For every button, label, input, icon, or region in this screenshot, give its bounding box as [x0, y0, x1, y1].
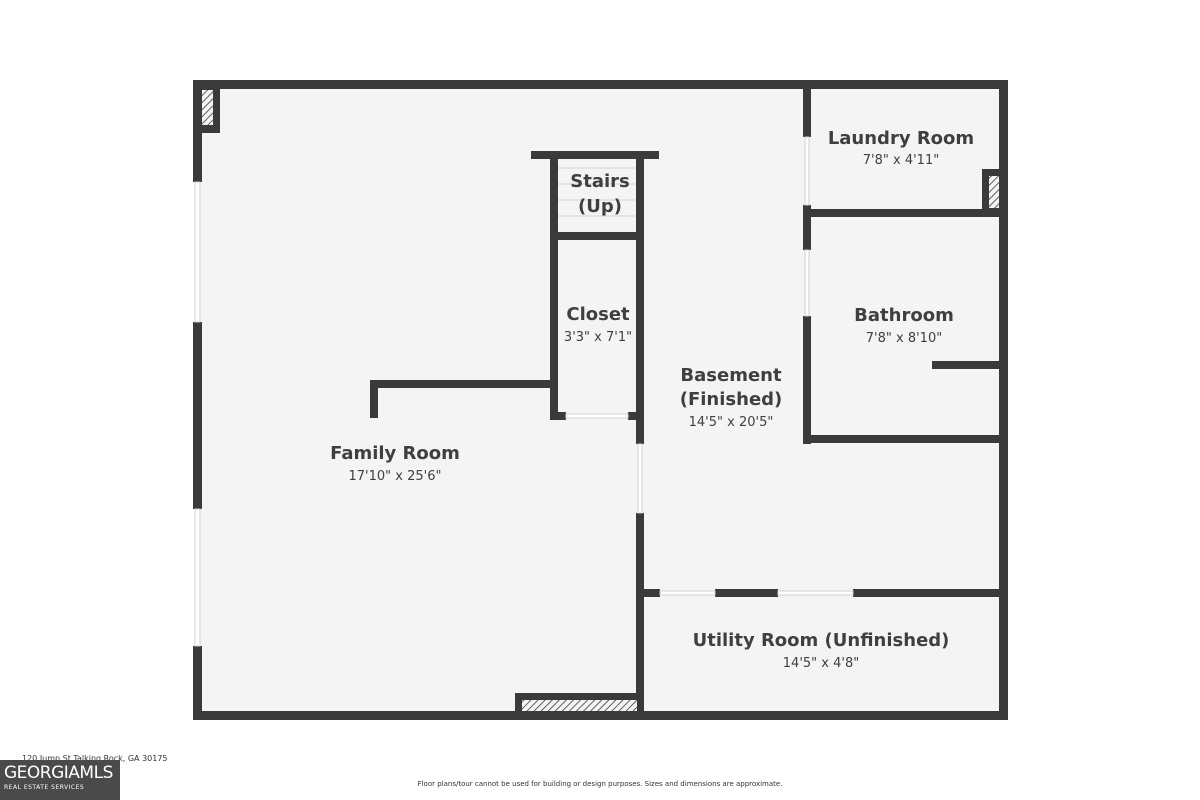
closet-dimensions: 3'3" x 7'1" — [564, 330, 632, 345]
closet-label: Closet — [566, 304, 630, 325]
basement-status-label: (Finished) — [680, 389, 783, 410]
bathroom-dimensions: 7'8" x 8'10" — [866, 331, 942, 346]
logo-tagline: REAL ESTATE SERVICES — [4, 784, 85, 791]
logo-wordmark: GEORGIAMLS — [4, 763, 113, 783]
bathroom-label: Bathroom — [854, 305, 954, 326]
laundry-room-dimensions: 7'8" x 4'11" — [863, 153, 939, 168]
basement-dimensions: 14'5" x 20'5" — [689, 415, 774, 430]
property-address: 120 Jump St Talking Rock, GA 30175 — [22, 754, 168, 763]
georgia-mls-logo: GEORGIAMLS REAL ESTATE SERVICES — [0, 760, 120, 800]
family-room-dimensions: 17'10" x 25'6" — [349, 469, 442, 484]
utility-room-label: Utility Room (Unfinished) — [693, 630, 950, 651]
door-openings — [565, 136, 854, 596]
stairs-label: Stairs — [570, 171, 629, 192]
interior-walls — [370, 80, 1008, 720]
stair-treads — [558, 167, 636, 217]
floor-plan-disclaimer: Floor plans/tour cannot be used for buil… — [417, 780, 783, 788]
stairs-direction-label: (Up) — [578, 196, 622, 217]
utility-room-dimensions: 14'5" x 4'8" — [783, 656, 859, 671]
windows — [194, 181, 201, 647]
family-room-label: Family Room — [330, 443, 460, 464]
laundry-room-label: Laundry Room — [828, 128, 974, 149]
basement-label: Basement — [680, 365, 782, 386]
floor-area — [197, 85, 1005, 716]
structural-hatch — [197, 85, 1004, 711]
